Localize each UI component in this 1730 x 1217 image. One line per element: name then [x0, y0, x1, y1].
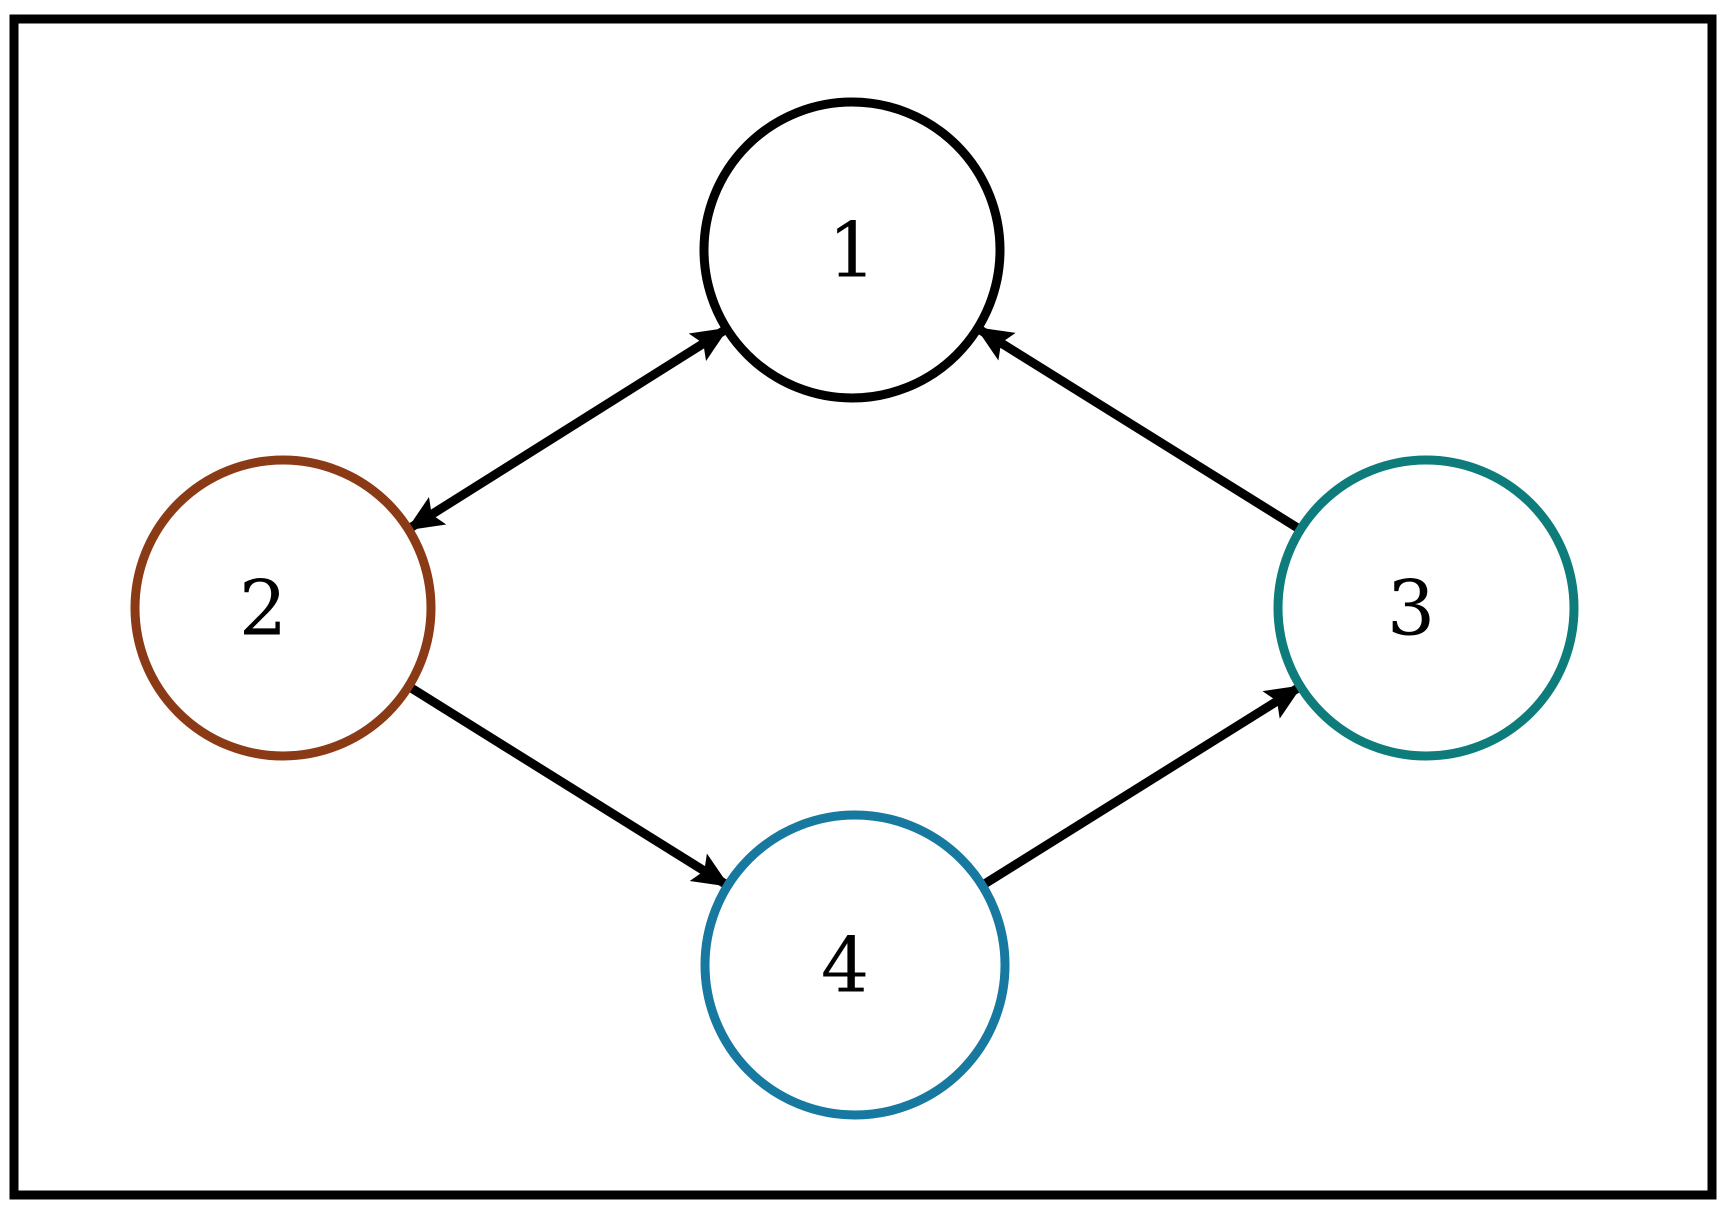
diagram-frame — [9, 14, 1717, 1200]
node-circle-2[interactable] — [130, 455, 436, 761]
node-label-3: 3 — [1387, 564, 1435, 653]
edges-layer — [405, 324, 1303, 890]
edge-4-to-3 — [979, 682, 1303, 890]
node-circle-4[interactable] — [700, 810, 1010, 1120]
node-circle-1[interactable] — [699, 97, 1005, 403]
node-label-1: 1 — [828, 206, 876, 295]
edge-3-to-1 — [975, 324, 1303, 534]
nodes-layer — [130, 97, 1579, 1120]
node-circle-3[interactable] — [1273, 455, 1579, 761]
edge-1-to-2 — [405, 325, 730, 533]
node-label-2: 2 — [239, 564, 287, 653]
edge-2-to-4 — [406, 682, 731, 890]
node-labels-layer: 1 2 3 4 — [239, 206, 1435, 1010]
node-label-4: 4 — [821, 921, 869, 1010]
